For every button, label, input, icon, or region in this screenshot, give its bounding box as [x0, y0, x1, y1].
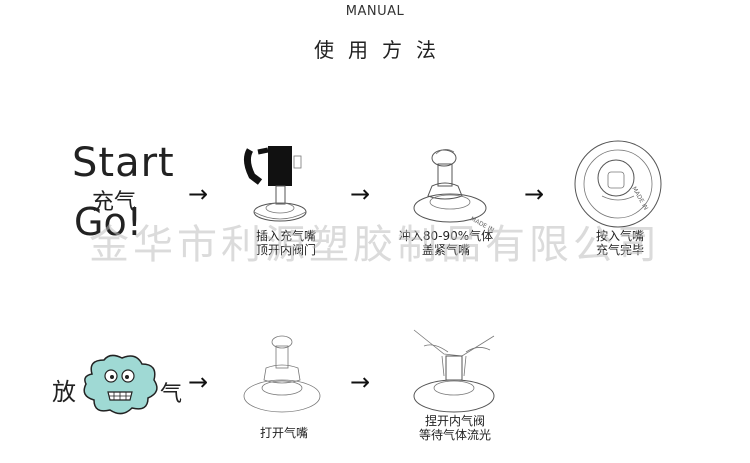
- arrow-icon: →: [350, 368, 371, 396]
- valve-cap-illustration: MADE IN: [413, 149, 495, 234]
- caption-line: 插入充气嘴: [255, 229, 316, 243]
- cloud-face-icon: [83, 354, 158, 415]
- caption-line: 捏开内气阀: [424, 414, 485, 428]
- deflate-left-text: 放: [52, 378, 76, 406]
- caption-line: 充气完毕: [595, 243, 644, 257]
- caption-line: 等待气体流光: [418, 428, 491, 442]
- go-text: Go!: [74, 200, 142, 244]
- step-caption: 按入气嘴 充气完毕: [580, 229, 660, 257]
- arrow-icon: →: [350, 180, 371, 208]
- arrow-icon: →: [188, 368, 209, 396]
- start-text: Start: [72, 140, 175, 186]
- caption-line: 冲入80-90%气体: [398, 229, 494, 243]
- step-caption: 打开气嘴: [244, 426, 324, 440]
- manual-heading: MANUAL: [345, 4, 405, 19]
- caption-line: 盖紧气嘴: [421, 243, 470, 257]
- pump-insert-illustration: [243, 146, 307, 222]
- caption-line: 按入气嘴: [595, 229, 644, 243]
- caption-line: 顶开内阀门: [255, 243, 316, 257]
- valve-open-illustration: [243, 335, 321, 413]
- page-title: 使用方法: [314, 38, 450, 62]
- inflate-text: 充气: [92, 190, 137, 215]
- step-caption: 冲入80-90%气体 盖紧气嘴: [396, 229, 496, 257]
- step-caption: 插入充气嘴 顶开内阀门: [246, 229, 326, 257]
- step-caption: 捏开内气阀 等待气体流光: [400, 414, 510, 442]
- arrow-icon: →: [524, 180, 545, 208]
- valve-pinch-illustration: [413, 329, 495, 413]
- deflate-right-text: 气: [160, 382, 183, 407]
- arrow-icon: →: [188, 180, 209, 208]
- caption-line: 打开气嘴: [259, 426, 308, 440]
- valve-pushed-illustration: MADE IN: [574, 140, 662, 228]
- valve-print: MADE IN: [630, 186, 649, 212]
